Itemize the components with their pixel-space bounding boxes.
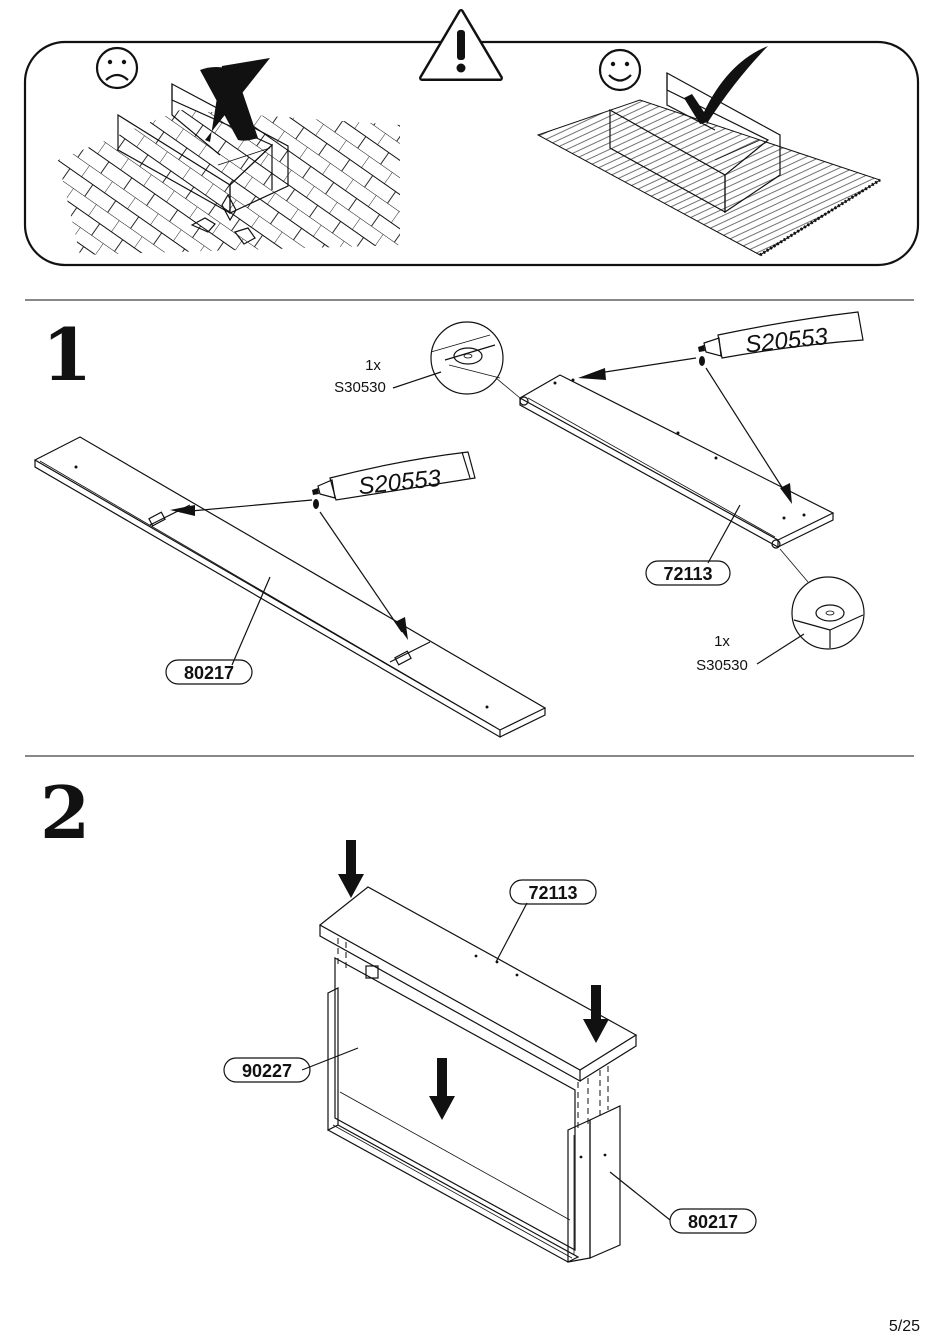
arrow-icon: [780, 483, 792, 504]
arrow-down-icon: [429, 1058, 455, 1120]
detail-circle-pad: 1x S30530: [334, 321, 521, 399]
top-panel-72113-illustration: [318, 886, 638, 1083]
side-panel-80217-illustration: [567, 1105, 621, 1263]
pad-code: S30530: [696, 657, 748, 674]
pad-quantity: 1x: [365, 357, 381, 374]
part-label-90227: 90227: [223, 1057, 311, 1083]
warning-triangle-icon: [419, 9, 503, 81]
step-number: 2: [40, 770, 90, 855]
arrow-down-icon: [583, 985, 609, 1043]
top-panel-72113-illustration: [518, 374, 835, 549]
part-label-72113: 72113: [509, 879, 597, 905]
svg-text:90227: 90227: [242, 1061, 292, 1081]
svg-text:72113: 72113: [528, 883, 577, 903]
svg-text:72113: 72113: [663, 564, 712, 584]
warning-panel: [23, 9, 920, 267]
glue-tube-icon: S20553: [312, 451, 476, 509]
arrow-icon: [395, 617, 408, 640]
detail-circle-pad: 1x S30530: [696, 548, 865, 674]
glue-label: S20553: [357, 465, 443, 501]
arrow-icon: [578, 368, 606, 380]
arrow-icon: [170, 505, 195, 516]
step-1: 1 S20553: [33, 311, 865, 739]
side-panel-80217-illustration: [33, 436, 547, 739]
part-label-80217: 80217: [669, 1208, 757, 1234]
tiled-floor-illustration: [58, 58, 400, 255]
arrow-down-icon: [338, 840, 364, 898]
happy-face-icon: [598, 48, 642, 92]
sad-face-icon: [95, 46, 139, 90]
alignment-guides: [337, 938, 609, 1132]
step-number: 1: [42, 312, 92, 397]
part-label-72113: 72113: [645, 560, 731, 586]
pad-quantity: 1x: [714, 633, 730, 650]
svg-text:80217: 80217: [688, 1212, 738, 1232]
glue-label: S20553: [744, 323, 830, 359]
back-panel-90227-illustration: [327, 956, 580, 1263]
part-label-80217: 80217: [165, 659, 253, 685]
page-number: 5/25: [888, 1318, 920, 1335]
check-mark-icon: [684, 46, 768, 124]
pad-code: S30530: [334, 379, 386, 396]
carpet-floor-illustration: [536, 46, 882, 257]
svg-text:80217: 80217: [184, 663, 234, 683]
step-2: 2: [40, 770, 757, 1263]
glue-tube-icon: S20553: [698, 311, 864, 366]
